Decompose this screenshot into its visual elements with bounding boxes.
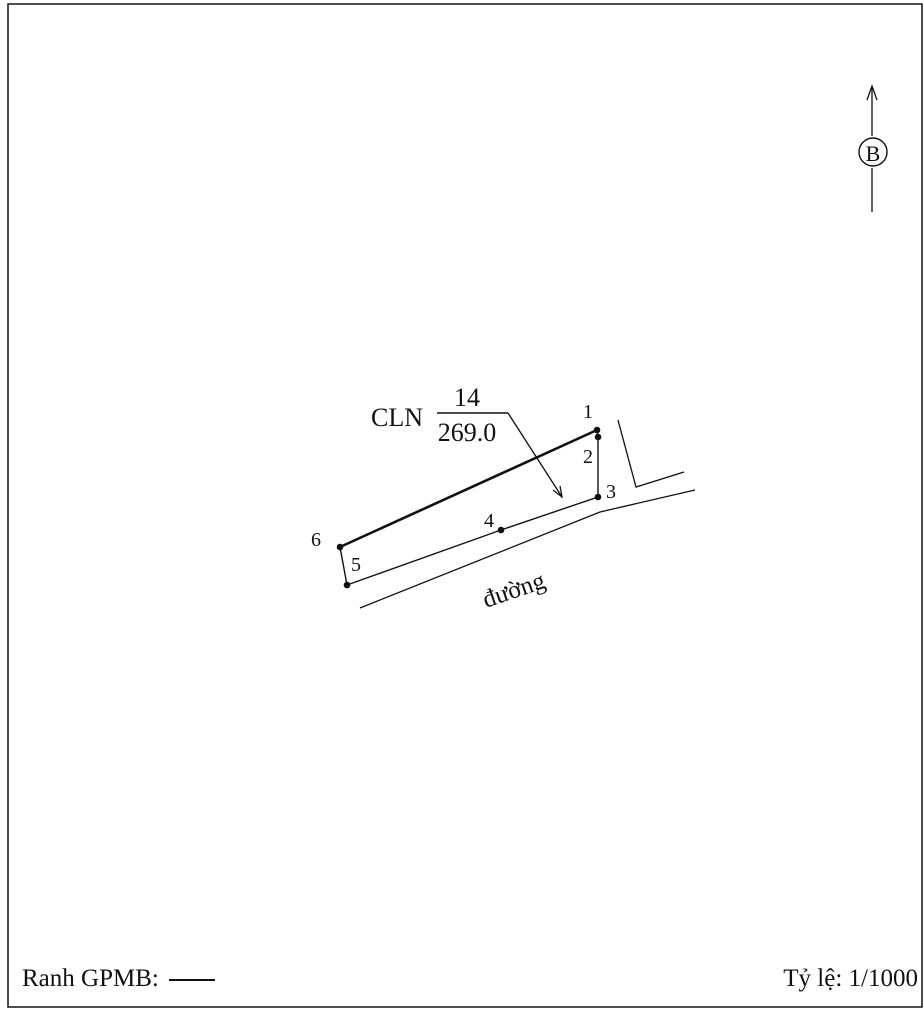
leader-arrow-icon — [507, 412, 563, 499]
north-arrow-icon — [858, 84, 888, 212]
road-label: đường — [479, 567, 549, 614]
parcel-boundary — [339, 428, 599, 586]
vertex-label-4: 4 — [484, 510, 494, 532]
vertex-label-2: 2 — [583, 446, 593, 468]
legend-label: Ranh GPMB: — [22, 965, 159, 992]
parcel-vertices — [336, 426, 602, 589]
north-label: B — [866, 141, 881, 166]
vertex-point-1 — [593, 426, 601, 434]
road-edges — [359, 419, 696, 609]
land-use-code: CLN — [371, 403, 423, 432]
legend: Ranh GPMB: — [22, 965, 215, 993]
legend-line-sample — [168, 979, 215, 981]
vertex-point-5 — [343, 581, 351, 589]
parcel-area: 269.0 — [438, 418, 497, 447]
sheet-frame — [7, 3, 923, 1008]
road-edge-bottom — [359, 489, 696, 609]
vertex-label-1: 1 — [583, 401, 593, 423]
clearance-boundary-line — [339, 428, 598, 549]
vertex-point-2 — [594, 433, 602, 441]
vertex-point-6 — [336, 543, 344, 551]
scale-text: Tỷ lệ: 1/1000 — [783, 965, 918, 992]
vertex-point-3 — [594, 493, 602, 501]
parcel-outline — [339, 429, 599, 586]
road-edge-side — [617, 419, 685, 488]
parcel-number: 14 — [454, 383, 480, 412]
vertex-label-5: 5 — [351, 554, 361, 576]
vertex-label-6: 6 — [311, 529, 321, 551]
vertex-label-3: 3 — [606, 481, 616, 503]
vertex-point-4 — [497, 526, 505, 534]
